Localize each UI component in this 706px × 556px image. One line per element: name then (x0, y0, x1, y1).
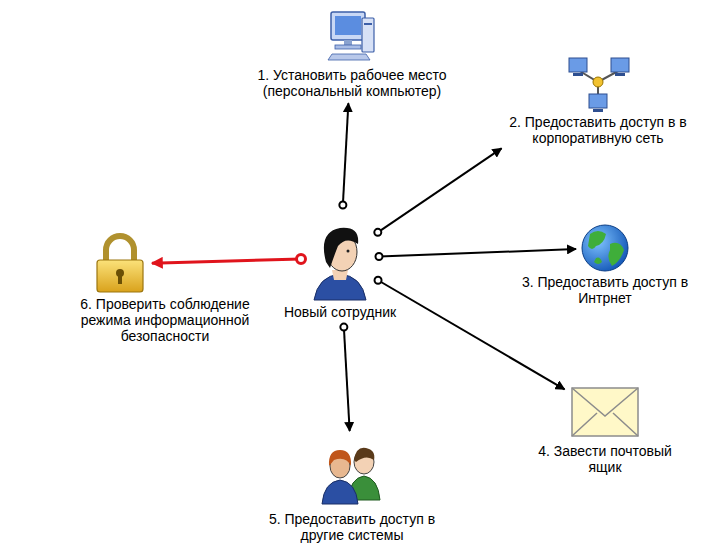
connector-origin (297, 255, 306, 264)
node-label: 4. Завести почтовый ящик (525, 443, 685, 475)
task-node: 5. Предоставить доступ в другие системы (260, 435, 445, 543)
icon-slot (568, 383, 642, 443)
task-node: 2. Предоставить доступ в в корпоративную… (501, 52, 696, 146)
globe-icon (582, 225, 628, 271)
node-label: 2. Предоставить доступ в в корпоративную… (501, 114, 696, 146)
arrow-connector (152, 259, 301, 263)
node-label: 3. Предоставить доступ в Интрнет (516, 274, 694, 306)
icon-slot (566, 52, 630, 114)
network-icon (569, 58, 629, 112)
icon-slot (580, 222, 630, 274)
connector-origin (375, 253, 382, 260)
arrow-connector (378, 148, 502, 232)
employee-icon (314, 228, 366, 300)
employee-node: Новый сотрудник (255, 212, 425, 320)
people-icon (322, 448, 380, 504)
task-node: 4. Завести почтовый ящик (525, 383, 685, 475)
connector-origin (375, 277, 382, 284)
arrow-connector (343, 103, 349, 205)
icon-slot (327, 5, 377, 67)
arrow-connector (378, 280, 565, 389)
icon-slot (92, 232, 148, 296)
node-label: 6. Проверить соблюдение режима информаци… (65, 296, 265, 344)
connector-origin (340, 324, 347, 331)
connector-origin (374, 229, 381, 236)
task-node: 1. Установить рабочее место (персональны… (235, 5, 470, 99)
node-label: 5. Предоставить доступ в другие системы (260, 511, 445, 543)
icon-slot (320, 435, 384, 511)
connector-origin (339, 202, 346, 209)
arrow-connector (379, 249, 576, 256)
lock-icon (97, 236, 143, 292)
arrow-connector (344, 327, 350, 431)
node-label: 1. Установить рабочее место (персональны… (235, 67, 470, 99)
node-label: Новый сотрудник (284, 304, 396, 320)
computer-icon (328, 12, 374, 60)
envelope-icon (572, 388, 638, 436)
task-node: 6. Проверить соблюдение режима информаци… (65, 232, 265, 344)
task-node: 3. Предоставить доступ в Интрнет (516, 222, 694, 306)
icon-slot (308, 212, 372, 304)
